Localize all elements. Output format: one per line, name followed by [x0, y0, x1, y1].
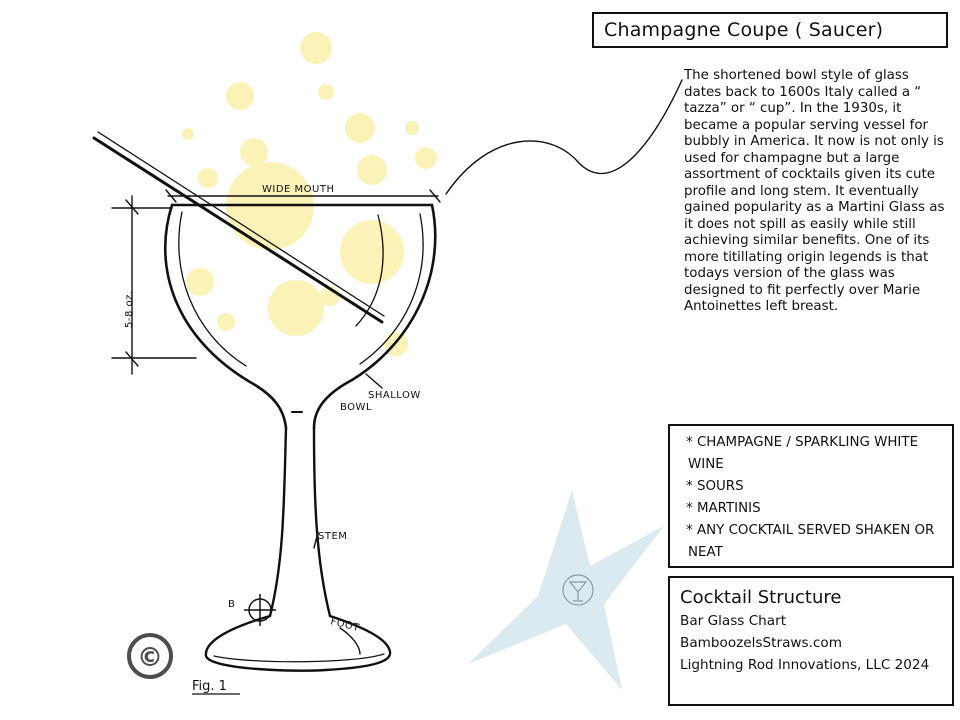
structure-line: Lightning Rod Innovations, LLC 2024: [680, 657, 930, 673]
star-watermark: [468, 490, 664, 690]
b-marker-icon: [244, 594, 276, 626]
use-item: * CHAMPAGNE / SPARKLING WHITE WINE: [686, 435, 919, 472]
structure-line: Bar Glass Chart: [680, 613, 787, 629]
structure-heading: Cocktail Structure: [680, 587, 842, 608]
dimension-lines: [111, 79, 683, 655]
page-title: Champagne Coupe ( Saucer): [604, 19, 884, 41]
glass-stem-right: [312, 426, 332, 618]
wide-mouth-label: WIDE MOUTH: [262, 184, 334, 195]
use-item: * SOURS: [686, 479, 744, 494]
shallow-label: SHALLOW: [368, 390, 421, 401]
glass-foot: [204, 614, 392, 672]
glass-bowl-right: [312, 203, 437, 430]
capacity-label: 5-8 oz.: [124, 290, 135, 328]
description-text: The shortened bowl style of glass dates …: [684, 68, 946, 316]
martini-glass-icon: [562, 574, 594, 606]
structure-box: Cocktail Structure Bar Glass Chart Bambo…: [668, 576, 954, 706]
copyright-icon: ©: [127, 633, 173, 679]
straw: [92, 131, 385, 324]
glass-stem-left: [268, 426, 288, 618]
glass-outline: [164, 203, 437, 672]
use-item: * ANY COCKTAIL SERVED SHAKEN OR NEAT: [686, 523, 935, 560]
bowl-label: BOWL: [340, 402, 372, 413]
description-paragraph: The shortened bowl style of glass dates …: [684, 68, 945, 314]
glass-bowl-left: [164, 203, 288, 430]
structure-line: BamboozelsStraws.com: [680, 635, 842, 651]
b-marker-label: B: [228, 599, 235, 610]
uses-list: * CHAMPAGNE / SPARKLING WHITE WINE * SOU…: [668, 424, 954, 568]
stem-label: STEM: [318, 531, 347, 542]
use-item: * MARTINIS: [686, 501, 761, 516]
glass-title: Champagne Coupe ( Saucer): [592, 12, 948, 48]
svg-text:©: ©: [137, 643, 163, 673]
figure-label: Fig. 1: [192, 679, 227, 694]
